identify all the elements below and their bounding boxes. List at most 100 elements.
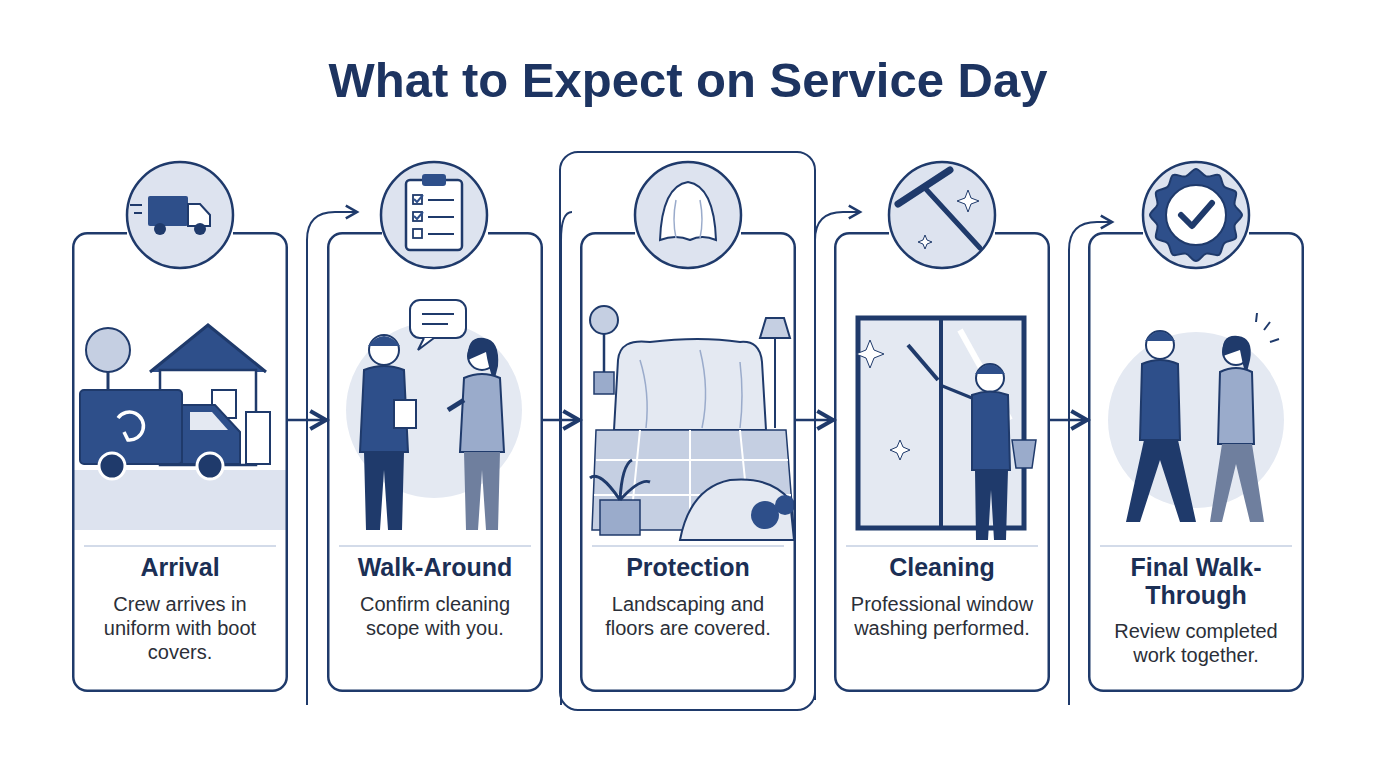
clipboard-icon	[413, 229, 422, 238]
step-card: Final Walk-ThroughReview completed work …	[1088, 232, 1304, 692]
clipboard-icon	[428, 233, 454, 235]
clipboard-icon	[406, 180, 462, 250]
final-scene	[1218, 368, 1254, 444]
badge-icon	[1143, 162, 1249, 268]
step-heading: Final Walk-Through	[1100, 554, 1292, 609]
truck-icon	[127, 162, 233, 268]
truck-icon	[134, 212, 142, 214]
step-description: Crew arrives in uniform with boot covers…	[84, 592, 276, 664]
walk-around-scene	[346, 300, 522, 530]
protection-scene	[600, 500, 640, 535]
cleaning-scene	[856, 318, 1036, 540]
clipboard-icon	[381, 162, 487, 268]
cleaning-scene	[908, 345, 938, 380]
step-heading: Walk-Around	[339, 554, 531, 582]
highlight-frame	[560, 152, 815, 710]
truck-icon	[194, 223, 206, 235]
card-divider	[592, 545, 784, 547]
protection-scene	[774, 338, 776, 428]
badge-icon	[1166, 185, 1226, 245]
arrival-scene	[246, 412, 270, 464]
card-divider	[84, 545, 276, 547]
flow-arrow	[543, 419, 579, 422]
cleaning-scene	[939, 318, 943, 528]
final-scene	[1145, 332, 1175, 342]
squeegee-icon	[957, 190, 979, 212]
drape-icon	[635, 162, 741, 268]
drape-icon	[674, 200, 702, 238]
walk-around-scene	[410, 300, 466, 338]
protection-scene	[590, 460, 650, 500]
drape-icon	[635, 162, 741, 268]
walk-around-scene	[422, 323, 448, 325]
flow-arrow	[288, 419, 326, 422]
deco-flow-line	[815, 212, 860, 700]
deco-flow-line	[307, 212, 357, 705]
flow-arrow	[796, 419, 833, 422]
title: What to Expect on Service Day	[0, 52, 1376, 108]
squeegee-icon	[918, 235, 932, 249]
badge-icon	[1150, 169, 1242, 261]
card-divider	[1100, 545, 1292, 547]
arrival-scene	[86, 328, 130, 372]
protection-scene	[640, 350, 742, 428]
walk-around-scene	[464, 452, 500, 530]
clipboard-icon	[414, 195, 423, 219]
step-card: Walk-AroundConfirm cleaning scope with y…	[327, 232, 543, 692]
flow-arrow	[1050, 419, 1087, 422]
walk-around-scene	[368, 336, 400, 346]
cleaning-scene	[856, 340, 884, 368]
card-divider	[84, 545, 1292, 547]
arrival-scene	[197, 453, 223, 479]
protection-scene	[594, 372, 614, 394]
truck-icon	[130, 204, 142, 206]
protection-scene	[680, 479, 794, 540]
card-border	[328, 233, 542, 691]
protection-scene	[751, 501, 779, 529]
final-scene	[1256, 313, 1279, 342]
truck-icon	[148, 196, 188, 226]
cleaning-scene	[972, 392, 1010, 471]
step-card: ProtectionLandscaping and floors are cov…	[580, 232, 796, 692]
walk-around-scene	[422, 313, 454, 315]
final-scene	[1140, 360, 1180, 440]
arrival-scene	[80, 390, 182, 464]
final-scene	[1146, 331, 1174, 359]
protection-scene	[614, 339, 766, 430]
walk-around-scene	[418, 338, 434, 350]
deco-flow-line	[561, 212, 572, 705]
arrival-scene	[74, 325, 286, 530]
step-heading: Arrival	[84, 554, 276, 582]
walk-around-scene	[448, 400, 464, 410]
clipboard-icon	[428, 216, 454, 218]
truck-icon	[127, 162, 233, 268]
clipboard-icon	[422, 174, 446, 186]
card-border	[835, 233, 1049, 691]
walk-around-scene	[369, 335, 399, 365]
walk-around-scene	[394, 400, 416, 428]
cleaning-scene	[975, 365, 1005, 375]
truck-icon	[188, 204, 210, 226]
badge-icon	[1181, 203, 1212, 226]
walk-around-scene	[364, 452, 404, 530]
badge-icon	[1143, 162, 1249, 268]
protection-scene	[603, 334, 606, 372]
clipboard-icon	[428, 199, 454, 201]
step-heading: Protection	[592, 554, 784, 582]
cleaning-scene	[976, 364, 1004, 392]
final-scene	[1210, 444, 1264, 522]
protection-scene	[590, 306, 795, 540]
cleaning-scene	[890, 440, 910, 460]
arrival-scene	[190, 412, 228, 430]
clipboard-icon	[381, 162, 487, 268]
card-divider	[846, 545, 1038, 547]
step-heading: Cleaning	[846, 554, 1038, 582]
protection-scene	[590, 306, 618, 334]
protection-scene	[775, 495, 795, 515]
card-border	[1089, 233, 1303, 691]
protection-scene	[760, 318, 790, 338]
truck-icon	[154, 223, 166, 235]
drape-icon	[660, 182, 716, 240]
